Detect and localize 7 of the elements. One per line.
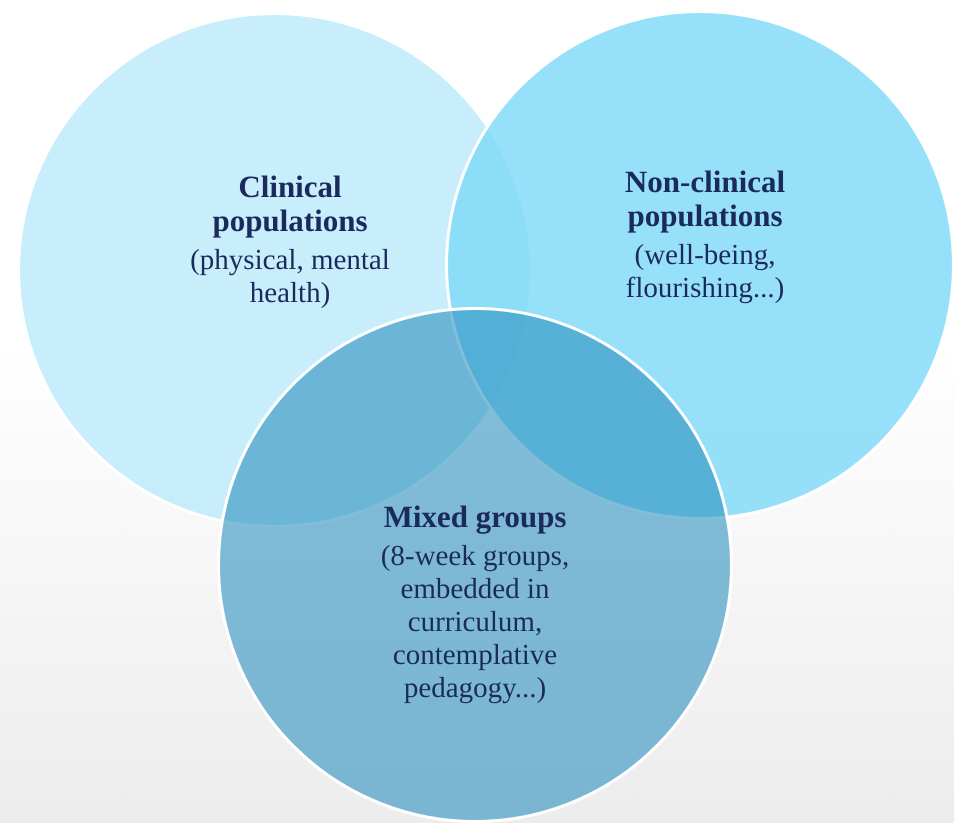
circle-heading: Clinical populations xyxy=(211,170,369,238)
circle-heading: Non-clinical populations xyxy=(624,165,786,233)
circle-description: (well-being, flourishing...) xyxy=(624,239,786,305)
venn-circle xyxy=(217,307,733,823)
circle-description: (physical, mental health) xyxy=(189,244,391,310)
circle-heading: Mixed groups xyxy=(382,500,568,534)
circle-description: (8-week groups, embedded in curriculum, contemplative pedagogy...) xyxy=(380,540,570,705)
